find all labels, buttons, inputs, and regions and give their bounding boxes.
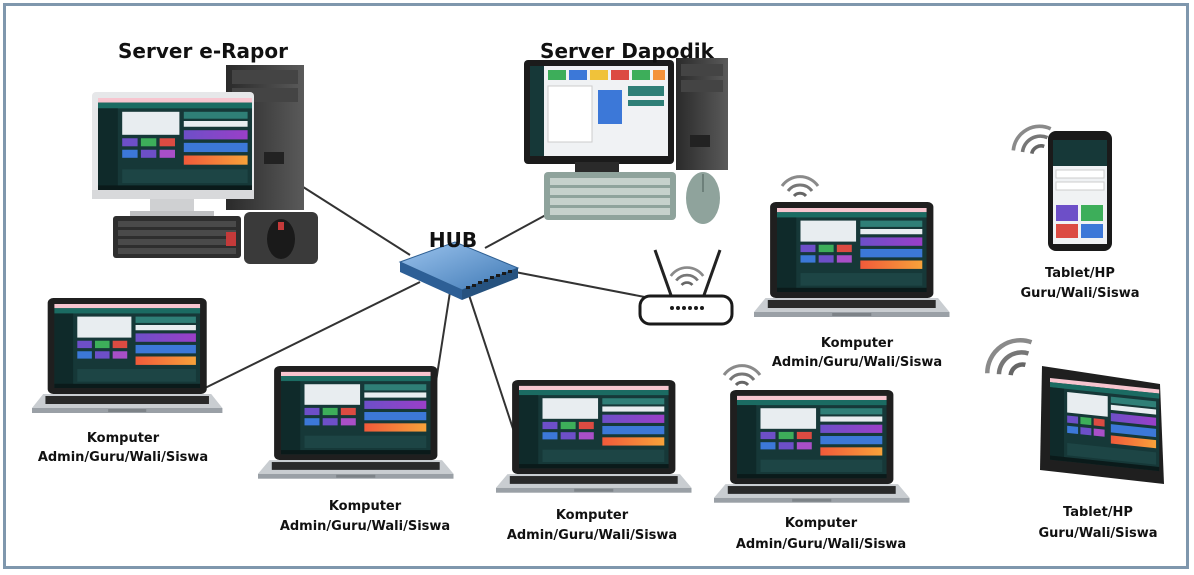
server-erapor-label: Server e-Rapor xyxy=(118,39,288,63)
client-3-label-line1: Komputer xyxy=(556,508,629,523)
link-dapodik xyxy=(484,209,556,249)
tablet xyxy=(979,331,1164,484)
client-3-label-line2: Admin/Guru/Wali/Siswa xyxy=(507,528,677,543)
laptop-pc-2 xyxy=(258,366,454,479)
link-pc3 xyxy=(467,291,521,451)
laptop-pc-5 xyxy=(754,175,950,317)
link-erapor xyxy=(299,184,411,256)
client-5-label-line1: Komputer xyxy=(821,336,894,351)
smartphone xyxy=(1005,117,1112,251)
link-router xyxy=(514,271,651,299)
mouse xyxy=(686,172,720,224)
link-pc1 xyxy=(204,281,421,389)
client-4-label-line2: Admin/Guru/Wali/Siswa xyxy=(736,537,906,552)
router xyxy=(638,249,734,326)
mobile-2-label-line2: Guru/Wali/Siswa xyxy=(1039,526,1158,541)
diagram-frame xyxy=(3,3,1189,569)
mouse xyxy=(267,219,295,259)
mobile-2-label-line1: Tablet/HP xyxy=(1063,505,1133,520)
server-erapor xyxy=(92,65,318,264)
laptop-pc-1 xyxy=(32,298,222,413)
client-5-label-line2: Admin/Guru/Wali/Siswa xyxy=(772,355,942,370)
mobile-1-label-line2: Guru/Wali/Siswa xyxy=(1021,286,1140,301)
server-dapodik-label: Server Dapodik xyxy=(540,39,715,63)
client-2-label-line1: Komputer xyxy=(329,499,402,514)
client-2-label-line2: Admin/Guru/Wali/Siswa xyxy=(280,519,450,534)
client-4-label-line1: Komputer xyxy=(785,516,858,531)
tower xyxy=(676,58,728,170)
laptop-pc-4 xyxy=(714,364,910,503)
hub-label: HUB xyxy=(429,228,477,252)
client-1-label-line1: Komputer xyxy=(87,431,160,446)
hub xyxy=(398,241,520,300)
client-1-label-line2: Admin/Guru/Wali/Siswa xyxy=(38,450,208,465)
laptop-pc-3 xyxy=(496,380,692,493)
server-dapodik xyxy=(524,58,728,224)
mobile-1-label-line1: Tablet/HP xyxy=(1045,266,1115,281)
